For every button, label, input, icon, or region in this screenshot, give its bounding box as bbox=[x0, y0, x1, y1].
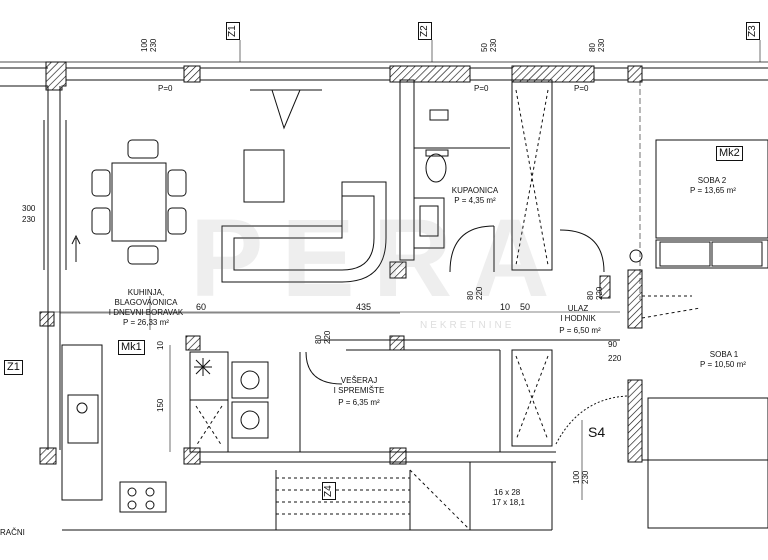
dim-v80-220-a: 80 220 bbox=[466, 286, 484, 300]
dim-top-a: 100 230 bbox=[140, 38, 158, 52]
room-bathroom-name: KUPAONICA bbox=[451, 186, 499, 195]
dim-left-230: 230 bbox=[22, 215, 36, 224]
dim-top-b: 50 230 bbox=[480, 38, 498, 52]
stairs-dim-b: 17 x 18,1 bbox=[492, 498, 525, 507]
room-kitchen-name: KUHINJA, BLAGOVAONICA I DNEVNI BORAVAK bbox=[108, 288, 184, 317]
zone-tag-z4: Z4 bbox=[322, 482, 336, 500]
mark-mk2: Mk2 bbox=[716, 146, 743, 161]
stairs-dim-a: 16 x 28 bbox=[494, 488, 521, 497]
dim-60: 60 bbox=[196, 302, 207, 312]
dim-435: 435 bbox=[356, 302, 372, 312]
room-soba1-area: P = 10,50 m² bbox=[700, 360, 746, 369]
dim-v150: 150 bbox=[156, 398, 165, 412]
dim-v10: 10 bbox=[156, 341, 165, 350]
room-laundry-name: VEŠERAJ I SPREMIŠTE bbox=[333, 376, 385, 395]
zone-tag-z1-top: Z1 bbox=[226, 22, 240, 40]
dim-p0-1: P=0 bbox=[158, 84, 173, 93]
mark-s4: S4 bbox=[588, 424, 606, 440]
dim-left-300: 300 bbox=[22, 204, 36, 213]
dim-v80-220-c: 80 220 bbox=[314, 330, 332, 344]
zone-tag-z1-left: Z1 bbox=[4, 360, 23, 375]
dim-h220: 220 bbox=[608, 354, 622, 363]
mark-mk1: Mk1 bbox=[118, 340, 145, 355]
room-laundry-area: P = 6,35 m² bbox=[338, 398, 380, 407]
dim-p0-2: P=0 bbox=[474, 84, 489, 93]
room-bathroom-area: P = 4,35 m² bbox=[454, 196, 496, 205]
dim-v100-230: 100 230 bbox=[572, 470, 590, 484]
watermark: PERA bbox=[190, 197, 568, 320]
room-kitchen-area: P = 26,33 m² bbox=[123, 318, 169, 327]
room-hall-area: P = 6,50 m² bbox=[559, 326, 601, 335]
room-hall-name: ULAZ I HODNIK bbox=[560, 304, 596, 323]
dim-h90: 90 bbox=[608, 340, 617, 349]
zone-tag-z2: Z2 bbox=[418, 22, 432, 40]
dim-p0-3: P=0 bbox=[574, 84, 589, 93]
room-soba2-area: P = 13,65 m² bbox=[690, 186, 736, 195]
dim-top-c: 80 230 bbox=[588, 38, 606, 52]
watermark-subtitle: NEKRETNINE bbox=[420, 320, 515, 331]
dim-50: 50 bbox=[520, 302, 531, 312]
dim-10: 10 bbox=[500, 302, 511, 312]
zone-tag-z3: Z3 bbox=[746, 22, 760, 40]
room-soba1-name: SOBA 1 bbox=[709, 350, 739, 359]
dim-v80-220-b: 80 220 bbox=[586, 286, 604, 300]
cut-text: RAČNI bbox=[0, 528, 25, 537]
room-soba2-name: SOBA 2 bbox=[697, 176, 727, 185]
